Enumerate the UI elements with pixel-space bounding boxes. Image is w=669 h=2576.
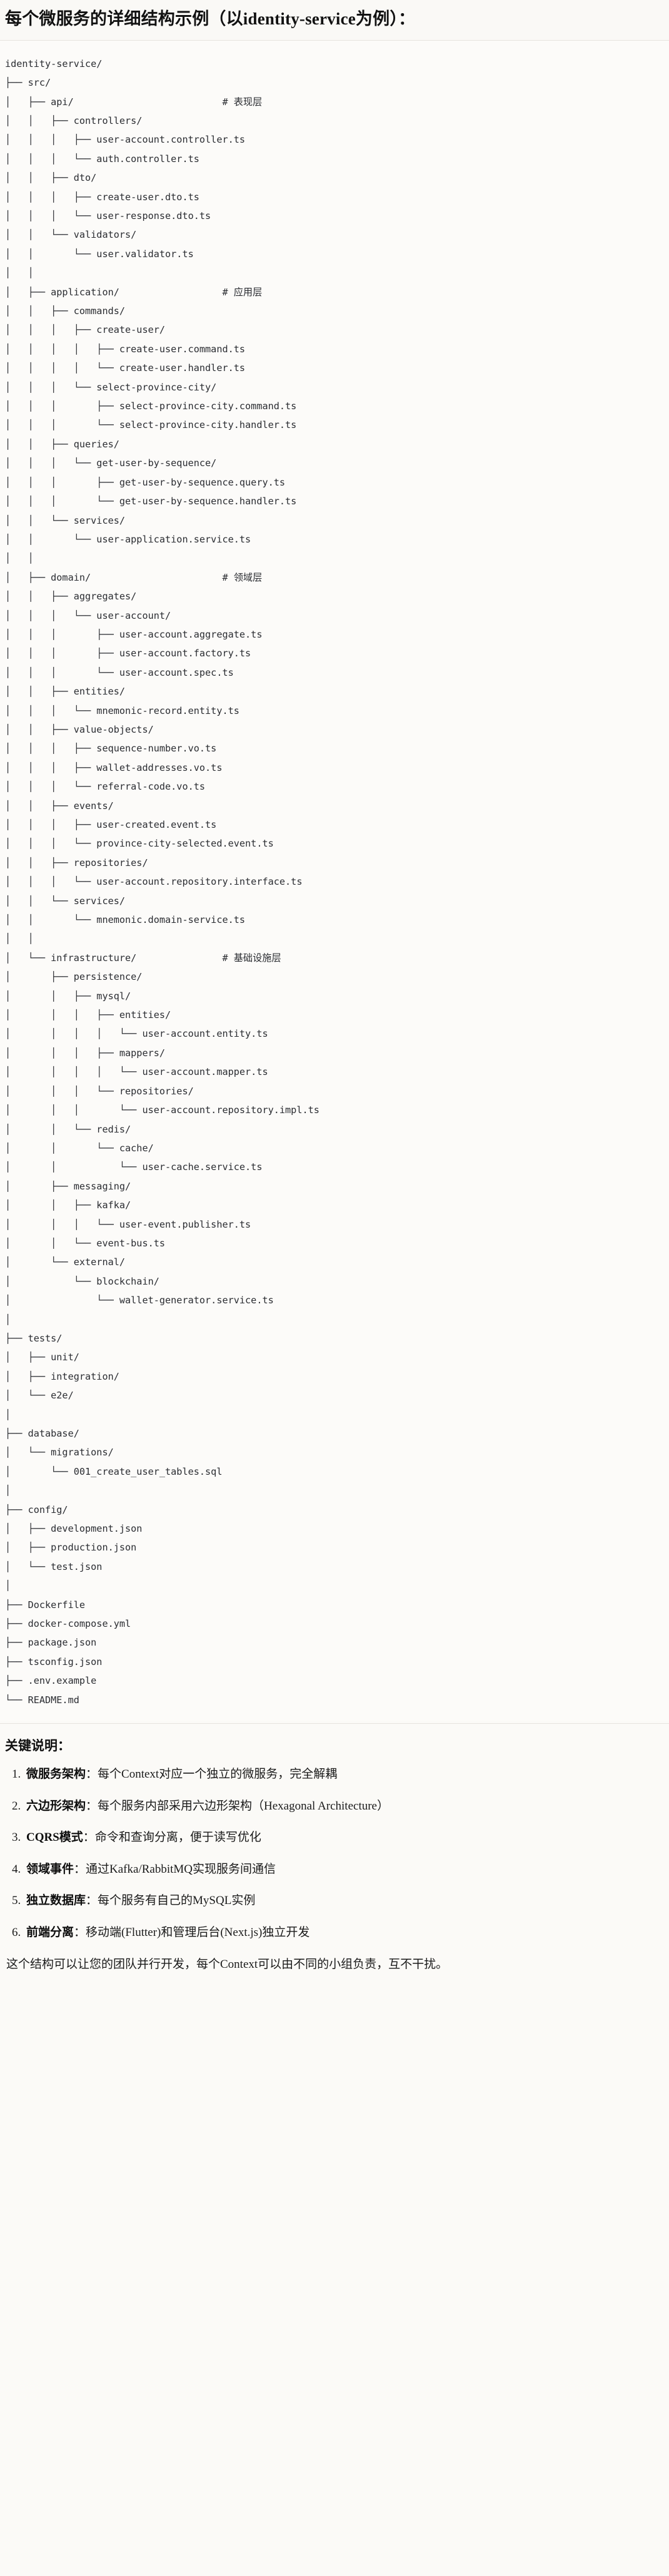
note-term: 领域事件 (26, 1862, 74, 1876)
note-description: 移动端(Flutter)和管理后台(Next.js)独立开发 (86, 1925, 310, 1939)
list-item: 前端分离：移动端(Flutter)和管理后台(Next.js)独立开发 (24, 1924, 664, 1942)
note-term: CQRS模式 (26, 1831, 83, 1845)
note-separator: ： (83, 1831, 95, 1845)
list-item: 六边形架构：每个服务内部采用六边形架构（Hexagonal Architectu… (24, 1798, 664, 1816)
note-separator: ： (74, 1862, 86, 1876)
directory-tree-block: identity-service/ ├── src/ │ ├── api/ # … (0, 40, 669, 1721)
page-title: 每个微服务的详细结构示例（以identity-service为例）： (5, 9, 416, 28)
directory-tree: identity-service/ ├── src/ │ ├── api/ # … (5, 58, 319, 1706)
key-notes-heading: 关键说明： (5, 1738, 71, 1754)
note-term: 六边形架构 (26, 1799, 86, 1813)
note-term: 独立数据库 (26, 1894, 86, 1908)
page-root: 每个微服务的详细结构示例（以identity-service为例）： ident… (0, 0, 669, 1993)
page-header: 每个微服务的详细结构示例（以identity-service为例）： (0, 0, 669, 41)
note-separator: ： (86, 1799, 98, 1813)
note-description: 每个服务内部采用六边形架构（Hexagonal Architecture） (98, 1799, 389, 1813)
list-item: CQRS模式：命令和查询分离，便于读写优化 (24, 1829, 664, 1847)
key-notes-list: 微服务架构：每个Context对应一个独立的微服务，完全解耦 六边形架构：每个服… (5, 1766, 664, 1942)
note-separator: ： (74, 1925, 86, 1939)
note-description: 每个服务有自己的MySQL实例 (98, 1894, 256, 1908)
note-description: 每个Context对应一个独立的微服务，完全解耦 (98, 1768, 338, 1781)
note-description: 通过Kafka/RabbitMQ实现服务间通信 (86, 1862, 276, 1876)
key-notes-section: 关键说明： 微服务架构：每个Context对应一个独立的微服务，完全解耦 六边形… (0, 1723, 669, 1993)
list-item: 独立数据库：每个服务有自己的MySQL实例 (24, 1892, 664, 1910)
note-term: 前端分离 (26, 1925, 74, 1939)
note-term: 微服务架构 (26, 1768, 86, 1781)
list-item: 领域事件：通过Kafka/RabbitMQ实现服务间通信 (24, 1861, 664, 1879)
note-separator: ： (86, 1894, 98, 1908)
note-separator: ： (86, 1768, 98, 1781)
list-item: 微服务架构：每个Context对应一个独立的微服务，完全解耦 (24, 1766, 664, 1784)
note-description: 命令和查询分离，便于读写优化 (94, 1831, 261, 1845)
closing-paragraph: 这个结构可以让您的团队并行开发，每个Context可以由不同的小组负责，互不干扰… (6, 1958, 448, 1972)
